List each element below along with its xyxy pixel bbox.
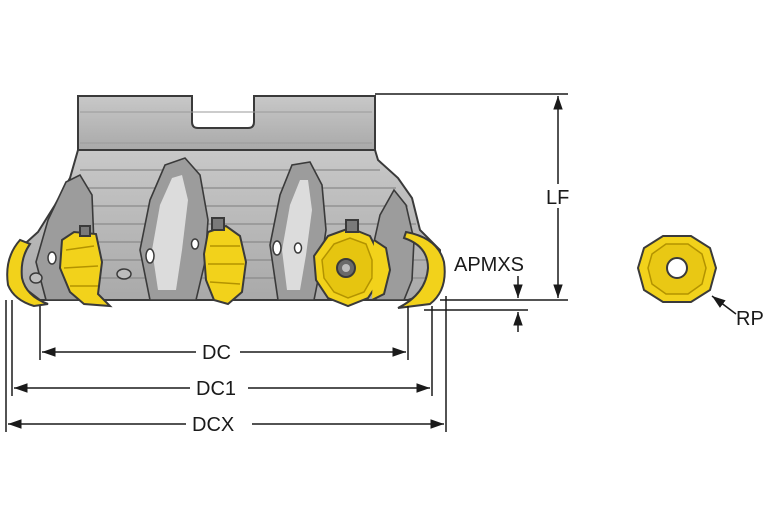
inserts <box>6 217 446 309</box>
insert-right-edge <box>397 230 446 309</box>
label-rp: RP <box>736 308 764 330</box>
label-dc: DC <box>202 342 231 364</box>
label-apmxs: APMXS <box>454 254 524 276</box>
label-dcx: DCX <box>192 414 234 436</box>
cutter-shank <box>77 95 376 151</box>
insert-left-edge <box>6 238 49 308</box>
label-lf: LF <box>546 187 569 209</box>
label-dc1: DC1 <box>196 378 236 400</box>
insert-middle <box>202 217 248 306</box>
round-insert-detail <box>636 235 718 303</box>
rp-leader-arrow <box>711 295 737 315</box>
insert-left <box>58 225 113 308</box>
insert-front <box>312 219 392 308</box>
